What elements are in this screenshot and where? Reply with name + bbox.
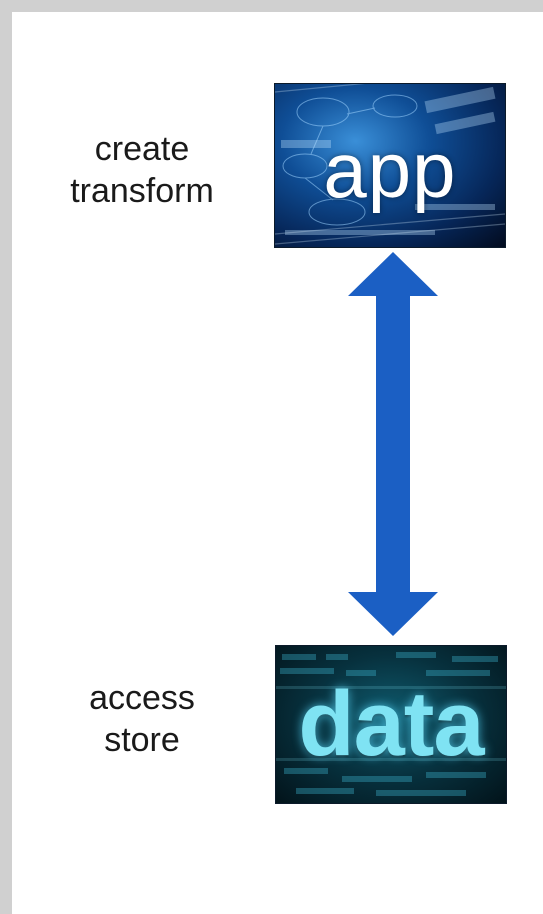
app-image-tile: app [275, 84, 505, 247]
data-label-line-1: access [89, 679, 195, 717]
app-label-line-2: transform [70, 172, 214, 210]
app-label-line-1: create [94, 130, 190, 168]
app-node-label: create transform [22, 128, 262, 212]
double-headed-arrow [348, 252, 438, 636]
app-tile-background-graphic [275, 84, 505, 245]
data-tile-word: data [298, 673, 484, 775]
arrow-shape [348, 252, 438, 636]
data-tile-background-graphic [276, 652, 506, 796]
data-label-line-2: store [104, 721, 180, 759]
data-node-label: access store [22, 677, 262, 761]
app-tile-word: app [323, 126, 457, 214]
data-image-tile: data [276, 646, 506, 803]
